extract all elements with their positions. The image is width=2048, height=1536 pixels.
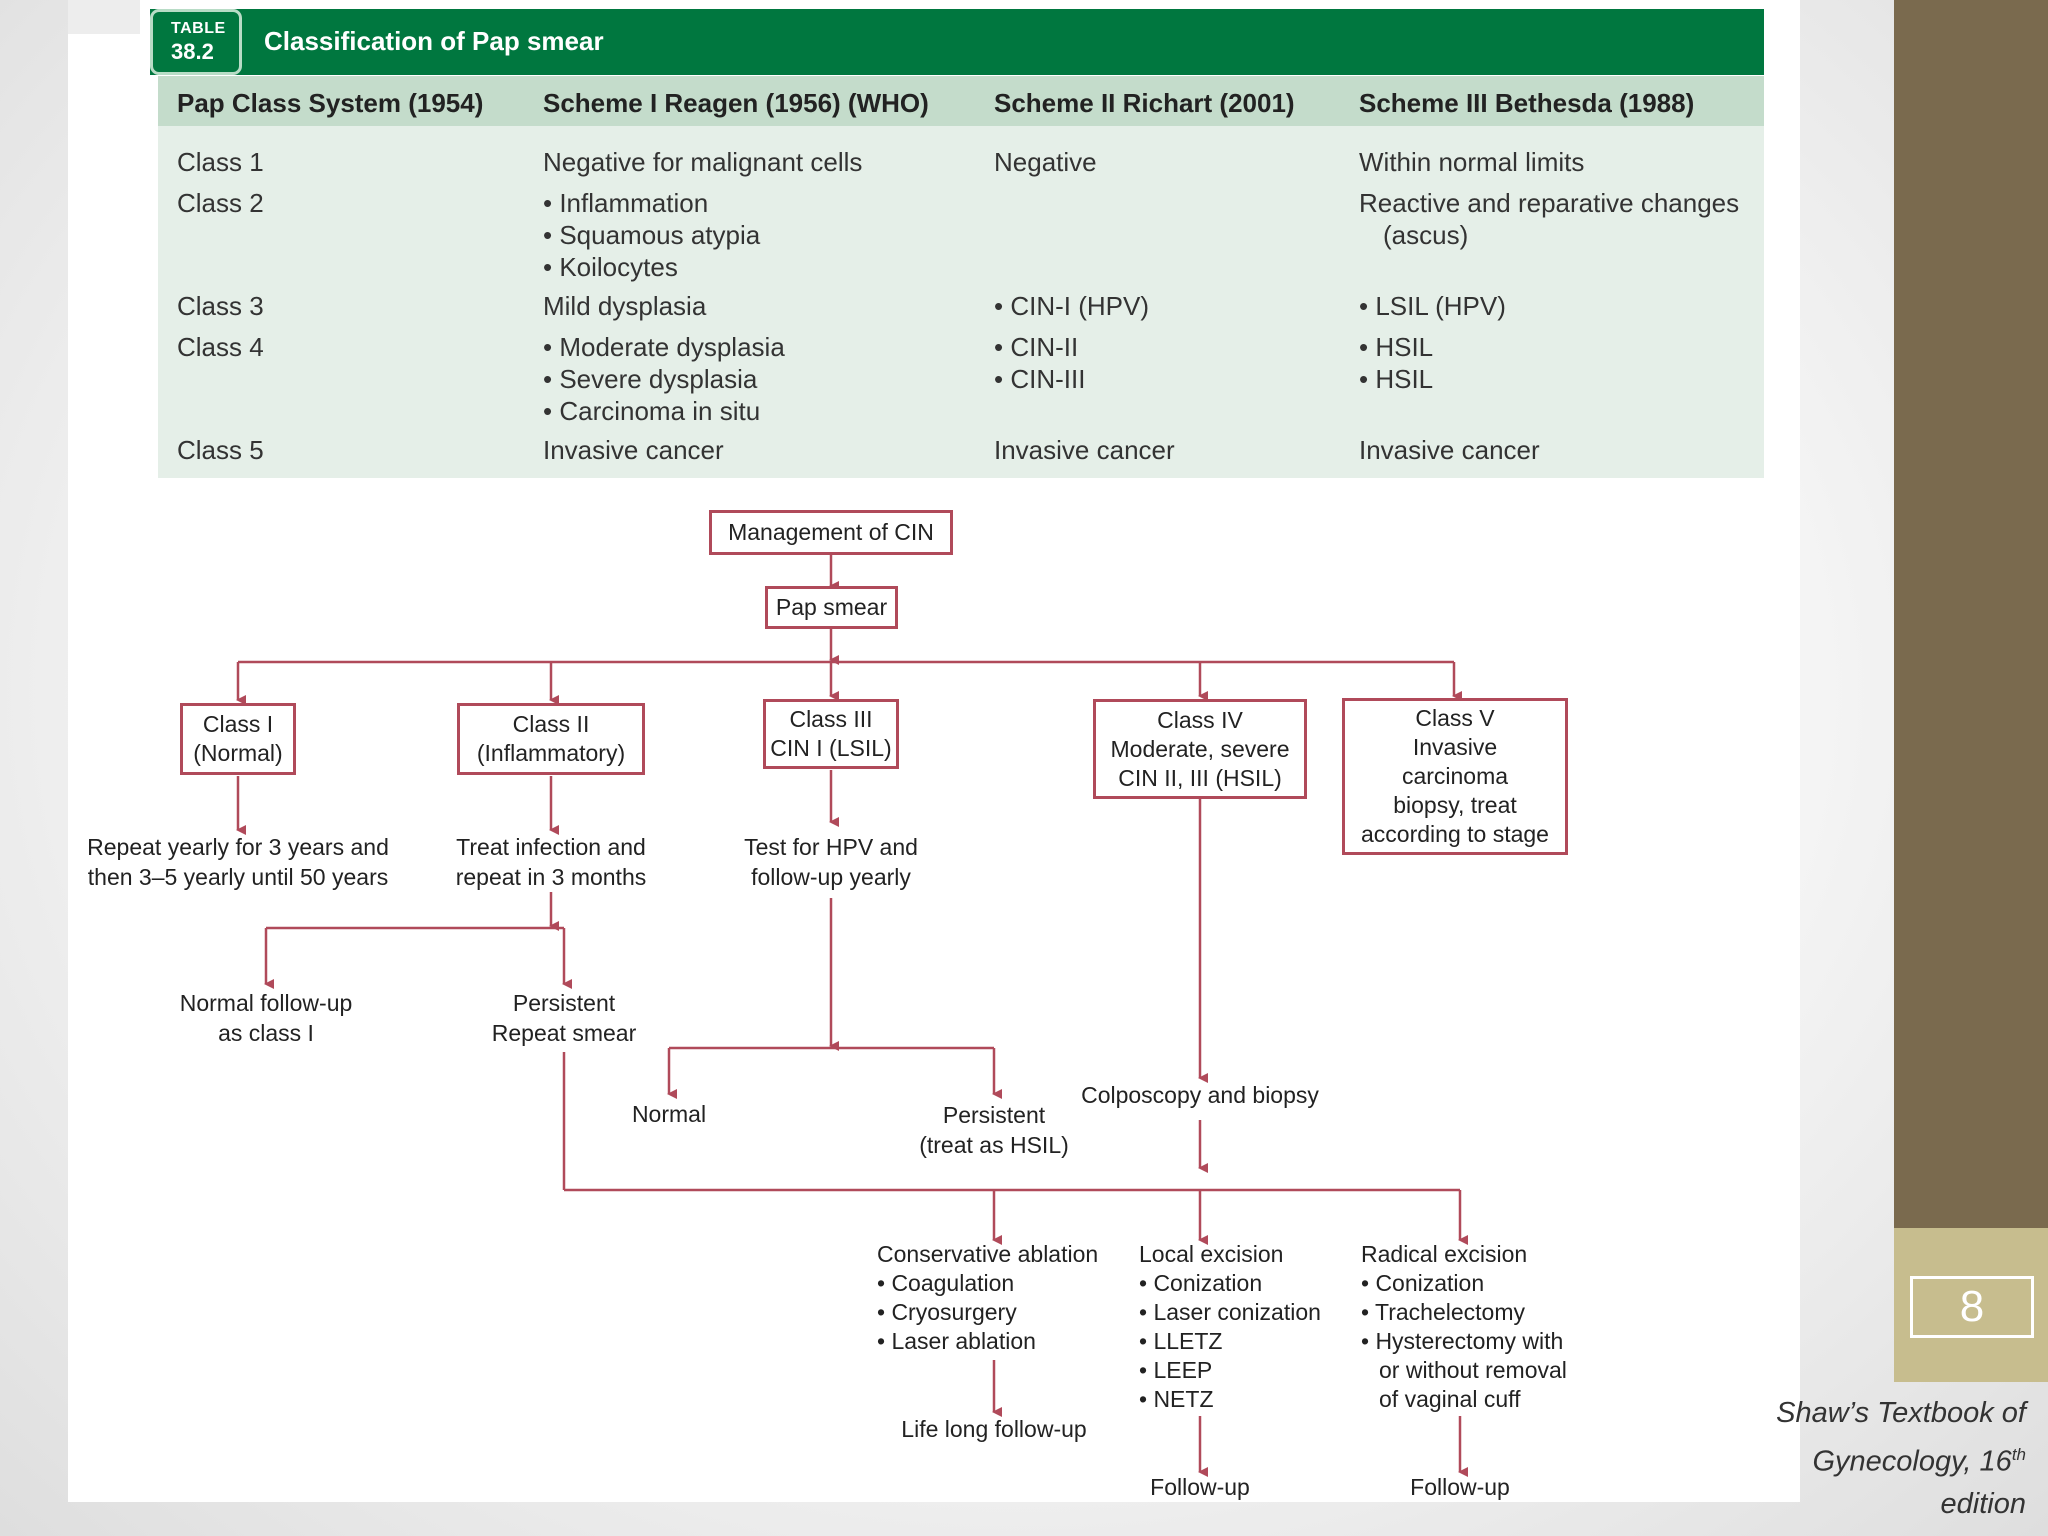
class-2-box: Class II (Inflammatory) (457, 703, 645, 775)
column-header: Pap Class System (1954) (177, 88, 484, 118)
table-cell: Invasive cancer (994, 435, 1175, 465)
table-column-header-row (158, 76, 1764, 126)
management-of-cin-box: Management of CIN (709, 510, 953, 555)
class-5-box: Class V Invasive carcinoma biopsy, treat… (1342, 698, 1568, 855)
class-4-box: Class IV Moderate, severe CIN II, III (H… (1093, 699, 1307, 799)
class-2-action: Treat infection and repeat in 3 months (455, 834, 647, 890)
slide-number-panel (1894, 1228, 2048, 1382)
followup-local-node: Follow-up (1150, 1474, 1250, 1500)
table-cell: Reactive and reparative changes (ascus) (1359, 188, 1740, 250)
class-1-action: Repeat yearly for 3 years and then 3–5 y… (87, 834, 389, 890)
persistent-repeat-node: Persistent Repeat smear (491, 990, 637, 1046)
table-cell: Class 5 (177, 435, 264, 465)
table-header-bar (150, 9, 1764, 75)
table-cell: • Inflammation • Squamous atypia • Koilo… (543, 188, 761, 282)
table-cell: • CIN-I (HPV) (994, 291, 1149, 321)
colposcopy-node: Colposcopy and biopsy (1081, 1082, 1319, 1108)
slide-number: 8 (1910, 1276, 2034, 1338)
conservative-ablation-node: Conservative ablation • Coagulation • Cr… (877, 1241, 1099, 1354)
followup-radical-node: Follow-up (1410, 1474, 1510, 1500)
table-cell: Within normal limits (1359, 147, 1585, 177)
class-1-box: Class I (Normal) (180, 703, 296, 775)
table-cell: • LSIL (HPV) (1359, 291, 1506, 321)
table-cell: Class 2 (177, 188, 264, 218)
table-cell: Class 4 (177, 332, 264, 362)
table-cell: Negative (994, 147, 1097, 177)
column-header: Scheme I Reagen (1956) (WHO) (543, 88, 929, 118)
table-badge: TABLE 38.2 (150, 9, 242, 75)
table-title: Classification of Pap smear (264, 26, 604, 56)
normal-followup-node: Normal follow-up as class I (179, 990, 353, 1046)
table-cell: • CIN-II • CIN-III (994, 332, 1086, 394)
column-header: Scheme II Richart (2001) (994, 88, 1295, 118)
table-cell: • Moderate dysplasia • Severe dysplasia … (543, 332, 785, 426)
citation: Shaw’s Textbook of Gynecology, 16th edit… (1776, 1397, 2026, 1520)
radical-excision-node: Radical excision • Conization • Trachele… (1361, 1241, 1567, 1412)
local-excision-node: Local excision • Conization • Laser coni… (1139, 1241, 1321, 1412)
lifelong-followup-node: Life long follow-up (901, 1416, 1087, 1442)
class-3-action: Test for HPV and follow-up yearly (744, 834, 918, 890)
column-header: Scheme III Bethesda (1988) (1359, 88, 1695, 118)
table-cell: Class 3 (177, 291, 264, 321)
normal-node: Normal (631, 1101, 707, 1127)
table-body (158, 126, 1764, 478)
table-cell: Invasive cancer (1359, 435, 1540, 465)
pap-smear-box: Pap smear (765, 586, 898, 629)
class-3-box: Class III CIN I (LSIL) (763, 699, 899, 769)
table-cell: Mild dysplasia (543, 291, 707, 321)
table-cell: Invasive cancer (543, 435, 724, 465)
slide-sidebar (1894, 0, 2048, 1228)
table-cell: • HSIL • HSIL (1359, 332, 1434, 394)
persistent-hsil-node: Persistent (treat as HSIL) (919, 1102, 1069, 1158)
table-cell: Class 1 (177, 147, 264, 177)
table-cell: Negative for malignant cells (543, 147, 863, 177)
